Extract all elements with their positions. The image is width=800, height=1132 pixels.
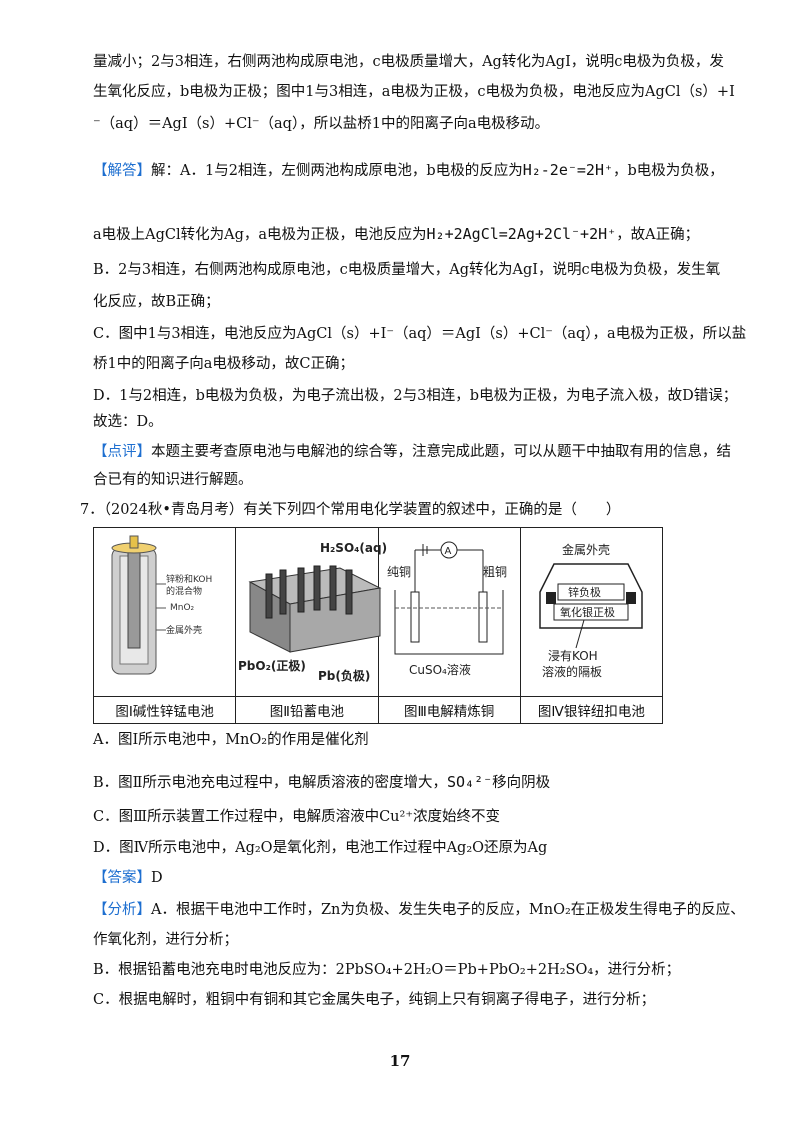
figure-caption: 图Ⅱ铅蓄电池 (235, 696, 379, 724)
text-line: ⁻（aq）＝AgI（s）+Cl⁻（aq），所以盐桥1中的阳离子向a电极移动。 (93, 116, 550, 132)
fig2-label: PbO₂(正极) (238, 658, 306, 673)
text: 本题主要考查原电池与电解池的综合等，注意完成此题，可以从题干中抽取有用的信息，结 (151, 444, 731, 460)
text: ，b电极为负极， (613, 163, 724, 179)
comment-line: 【点评】本题主要考查原电池与电解池的综合等，注意完成此题，可以从题干中抽取有用的… (93, 442, 731, 462)
electrorefining-diagram: A 纯铜 粗铜 CuSO₄溶液 (387, 541, 507, 677)
option-a: A．图Ⅰ所示电池中，MnO₂的作用是催化剂 (93, 732, 369, 748)
figure-caption: 图Ⅲ电解精炼铜 (377, 696, 521, 724)
fig4-label: 氧化银正极 (560, 605, 615, 619)
answer-line: 【答案】D (93, 868, 163, 888)
fig2-label: Pb(负极) (318, 668, 370, 683)
text: a电极上AgCl转化为Ag，a电极为正极，电池反应为 (93, 227, 427, 243)
fig1-label: 锌粉和KOH (166, 573, 212, 585)
figure-4: 金属外壳 锌负极 氧化银正极 浸有KOH 溶液的隔板 (519, 527, 664, 697)
figure-table: 锌粉和KOH 的混合物 MnO₂ 金属外壳 H₂SO₄(aq) PbO₂(正极)… (92, 527, 664, 724)
text-line: C．图中1与3相连，电池反应为AgCl（s）+I⁻（aq）＝AgI（s）+Cl⁻… (93, 326, 747, 342)
figure-1: 锌粉和KOH 的混合物 MnO₂ 金属外壳 (92, 527, 237, 697)
button-cell-diagram: 金属外壳 锌负极 氧化银正极 浸有KOH 溶液的隔板 (539, 542, 644, 679)
formula: H₂+2AgCl=2Ag+2Cl⁻+2H⁺ (426, 225, 617, 243)
figure-caption: 图Ⅳ银锌纽扣电池 (519, 696, 664, 724)
text-line: 量减小；2与3相连，右侧两池构成原电池，c电极质量增大，Ag转化为AgI，说明c… (93, 54, 724, 70)
text-line: 故选：D。 (93, 414, 163, 430)
lead-acid-battery-diagram: H₂SO₄(aq) PbO₂(正极) Pb(负极) (238, 541, 387, 683)
text-line: 作氧化剂，进行分析； (93, 932, 238, 948)
text-line: B．2与3相连，右侧两池构成原电池，c电极质量增大，Ag转化为AgI，说明c电极… (93, 262, 721, 278)
option-b: B．图Ⅱ所示电池充电过程中，电解质溶液的密度增大，SO₄²⁻移向阴极 (93, 772, 550, 793)
text: A．根据干电池中工作时，Zn为负极、发生失电子的反应，MnO₂在正极发生得电子的… (151, 902, 745, 918)
text: B．图Ⅱ所示电池充电过程中，电解质溶液的密度增大， (93, 775, 448, 791)
text-line: C．根据电解时，粗铜中有铜和其它金属失电子，纯铜上只有铜离子得电子，进行分析； (93, 992, 656, 1008)
text: 解：A．1与2相连，左侧两池构成原电池，b电极的反应为 (151, 163, 523, 179)
formula: SO₄²⁻ (447, 773, 493, 791)
fig4-label: 溶液的隔板 (542, 664, 602, 679)
analysis-tag: 【分析】 (93, 902, 151, 918)
answer-line-a2: a电极上AgCl转化为Ag，a电极为正极，电池反应为H₂+2AgCl=2Ag+2… (93, 224, 699, 245)
formula: H₂-2e⁻=2H⁺ (522, 161, 614, 179)
text: ，故A正确； (616, 227, 700, 243)
ammeter-label: A (445, 546, 452, 557)
text-line: D．1与2相连，b电极为负极，为电子流出极，2与3相连，b电极为正极，为电子流入… (93, 388, 738, 404)
answer-value: D (151, 870, 163, 886)
fig3-label: 粗铜 (483, 564, 507, 579)
fig3-label: 纯铜 (387, 564, 411, 579)
text-line: 桥1中的阳离子向a电极移动，故C正确； (93, 356, 354, 372)
fig2-label: H₂SO₄(aq) (320, 541, 387, 555)
page-number: 17 (389, 1052, 411, 1070)
question-7: 7．（2024秋•青岛月考）有关下列四个常用电化学装置的叙述中，正确的是（ ） (80, 502, 621, 518)
option-d: D．图Ⅳ所示电池中，Ag₂O是氧化剂，电池工作过程中Ag₂O还原为Ag (93, 840, 548, 856)
fig4-label: 金属外壳 (562, 542, 610, 557)
text-line: 合已有的知识进行解题。 (93, 472, 253, 488)
text-line: B．根据铅蓄电池充电时电池反应为：2PbSO₄+2H₂O＝Pb+PbO₂+2H₂… (93, 962, 681, 978)
comment-tag: 【点评】 (93, 444, 151, 460)
text: 移向阴极 (492, 775, 551, 791)
fig1-label: 金属外壳 (166, 624, 202, 636)
figure-3: A 纯铜 粗铜 CuSO₄溶液 (377, 527, 521, 697)
fig1-label: 的混合物 (166, 585, 202, 597)
fig1-label: MnO₂ (170, 603, 195, 613)
answer-tag: 【解答】 (93, 163, 151, 179)
figure-caption: 图Ⅰ碱性锌锰电池 (92, 696, 237, 724)
answer-tag: 【答案】 (93, 870, 151, 886)
text-line: 化反应，故B正确； (93, 294, 220, 310)
alkaline-battery-diagram: 锌粉和KOH 的混合物 MnO₂ 金属外壳 (111, 535, 212, 675)
answer-line-a: 【解答】解：A．1与2相连，左侧两池构成原电池，b电极的反应为H₂-2e⁻=2H… (93, 160, 724, 181)
option-c: C．图Ⅲ所示装置工作过程中，电解质溶液中Cu²⁺浓度始终不变 (93, 809, 500, 825)
figure-2: H₂SO₄(aq) PbO₂(正极) Pb(负极) (235, 527, 387, 697)
fig4-label: 浸有KOH (548, 649, 598, 663)
fig4-label: 锌负极 (568, 585, 601, 599)
text-line: 生氧化反应，b电极为正极；图中1与3相连，a电极为正极，c电极为负极，电池反应为… (93, 84, 735, 100)
fig3-label: CuSO₄溶液 (409, 662, 471, 677)
analysis-line: 【分析】A．根据干电池中工作时，Zn为负极、发生失电子的反应，MnO₂在正极发生… (93, 900, 745, 920)
